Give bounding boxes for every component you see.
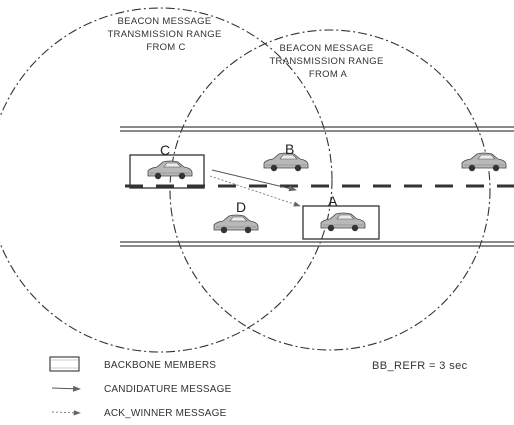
vehicle-right (462, 153, 506, 171)
vehicle-c (148, 161, 192, 179)
legend-ack-label: ACK_WINNER MESSAGE (104, 408, 227, 419)
vehicle-a (321, 213, 365, 231)
legend-candidature-label: CANDIDATURE MESSAGE (104, 384, 232, 395)
node-label-c: C (160, 142, 170, 158)
node-label-b: B (285, 141, 294, 157)
node-label-d: D (236, 199, 246, 215)
legend-backbone-label: BACKBONE MEMBERS (104, 360, 216, 371)
vehicle-d (214, 215, 258, 233)
bb-refresh-label: BB_REFR = 3 sec (372, 360, 468, 372)
legend-candidature-arrow (52, 388, 80, 389)
range-label-c: BEACON MESSAGE TRANSMISSION RANGE FROM C (107, 16, 224, 53)
road (120, 127, 514, 246)
legend-backbone-swatch (50, 357, 79, 371)
range-label-a: BEACON MESSAGE TRANSMISSION RANGE FROM A (269, 43, 386, 80)
node-label-a: A (328, 193, 338, 209)
legend: BACKBONE MEMBERS CANDIDATURE MESSAGE ACK… (50, 357, 232, 419)
legend-ack-arrow (52, 412, 80, 413)
